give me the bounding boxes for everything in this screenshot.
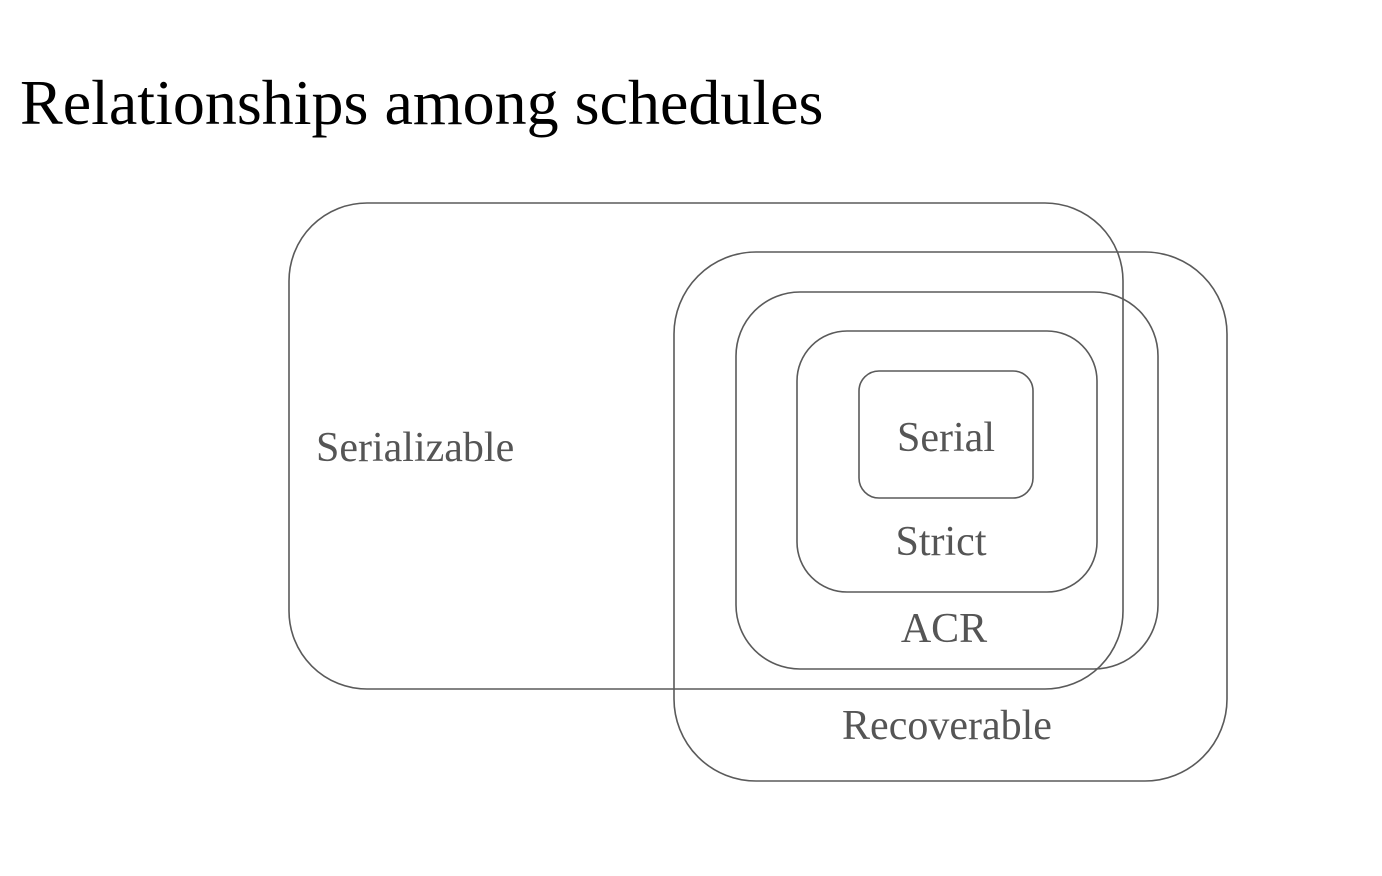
- acr-label: ACR: [901, 606, 987, 652]
- serializable-label: Serializable: [316, 425, 514, 471]
- strict-set-box: [796, 330, 1098, 593]
- strict-label: Strict: [896, 519, 987, 565]
- serial-label: Serial: [897, 415, 995, 461]
- recoverable-label: Recoverable: [842, 703, 1052, 749]
- serial-set-box: [858, 370, 1034, 499]
- page-title: Relationships among schedules: [20, 67, 824, 138]
- acr-set-box: [735, 291, 1159, 670]
- serializable-set-box: [288, 202, 1124, 690]
- recoverable-set-box: [673, 251, 1228, 782]
